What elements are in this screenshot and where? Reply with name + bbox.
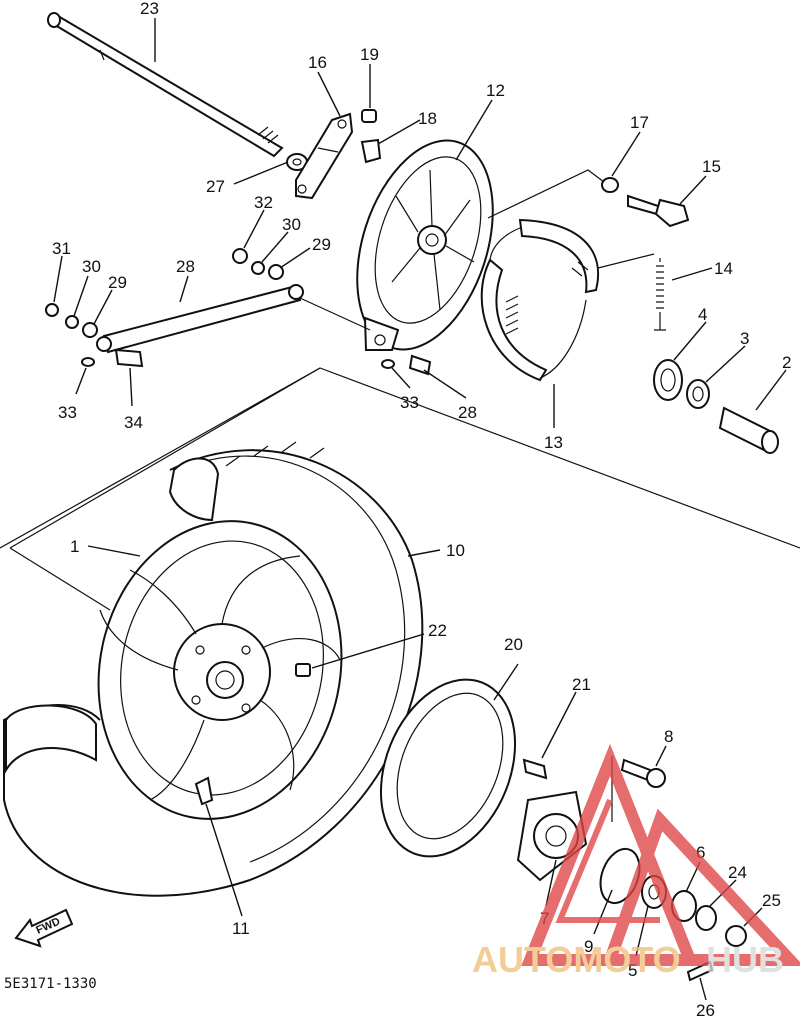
collar-24 [695, 905, 717, 931]
part-label: 13 [544, 433, 563, 452]
part-label: 17 [630, 113, 649, 132]
part-label: 18 [418, 109, 437, 128]
part-label: 15 [702, 157, 721, 176]
axle-23 [47, 12, 284, 158]
part-label: 1 [70, 537, 79, 556]
part-label: 29 [108, 273, 127, 292]
part-label: 27 [206, 177, 225, 196]
part-label: 3 [740, 329, 749, 348]
part-label: 9 [584, 937, 593, 956]
forward-arrow: FWD [14, 908, 74, 948]
cam-lever-16 [295, 112, 354, 200]
part-label: 5 [628, 961, 637, 980]
part-label: 28 [458, 403, 477, 422]
bolt-8 [620, 758, 666, 788]
drawing-code: 5E3171-1330 [4, 976, 97, 992]
assembly-lines [0, 147, 800, 822]
part-label: 30 [282, 215, 301, 234]
part-label: 29 [312, 235, 331, 254]
part-label: 8 [664, 727, 673, 746]
torque-arm-28 [96, 284, 304, 354]
washer-17 [601, 177, 619, 193]
bolt-21 [522, 758, 548, 780]
part-label: 11 [232, 919, 250, 938]
part-label: 33 [400, 393, 419, 412]
part-label: 10 [446, 541, 465, 560]
part-label: 23 [140, 0, 159, 18]
bolt-19 [361, 109, 377, 123]
part-label: 21 [572, 675, 591, 694]
balance-weight-22 [295, 663, 311, 677]
leader-lines [53, 18, 787, 1001]
watermark-logo: AUTOMOTO HUB [472, 743, 800, 980]
hardware-set-right [232, 248, 432, 376]
part-label: 28 [176, 257, 195, 276]
spring-14 [654, 258, 666, 331]
brake-shoe-plate-12 [356, 139, 494, 351]
part-label: 12 [486, 81, 505, 100]
part-label: 4 [698, 305, 707, 324]
part-label: 30 [82, 257, 101, 276]
valve-11 [194, 776, 214, 806]
nut-25 [725, 925, 747, 947]
brake-shoes-13 [480, 218, 600, 382]
camshaft-15 [627, 194, 690, 228]
part-label: 31 [52, 239, 71, 258]
part-label: 20 [504, 635, 523, 654]
bearing-4 [653, 359, 683, 401]
watermark-brand-part1: AUTOMOTO [472, 939, 681, 980]
collar-2 [718, 406, 779, 454]
part-label: 25 [762, 891, 781, 910]
indicator-18 [360, 138, 382, 164]
part-label: 24 [728, 863, 747, 882]
part-label: 26 [696, 1001, 715, 1020]
part-label: 19 [360, 45, 379, 64]
part-label: 6 [696, 843, 705, 862]
part-label: 32 [254, 193, 273, 212]
part-label: 34 [124, 413, 143, 432]
watermark-brand-part2: HUB [706, 939, 784, 980]
wheel-1 [97, 520, 343, 820]
part-label: 2 [782, 353, 791, 372]
brake-drum-20 [379, 678, 517, 858]
part-label: 33 [58, 403, 77, 422]
hardware-set-left [45, 303, 144, 368]
part-label: 14 [714, 259, 733, 278]
part-label: 16 [308, 53, 327, 72]
part-label: 22 [428, 621, 447, 640]
oil-seal-3 [686, 379, 710, 409]
